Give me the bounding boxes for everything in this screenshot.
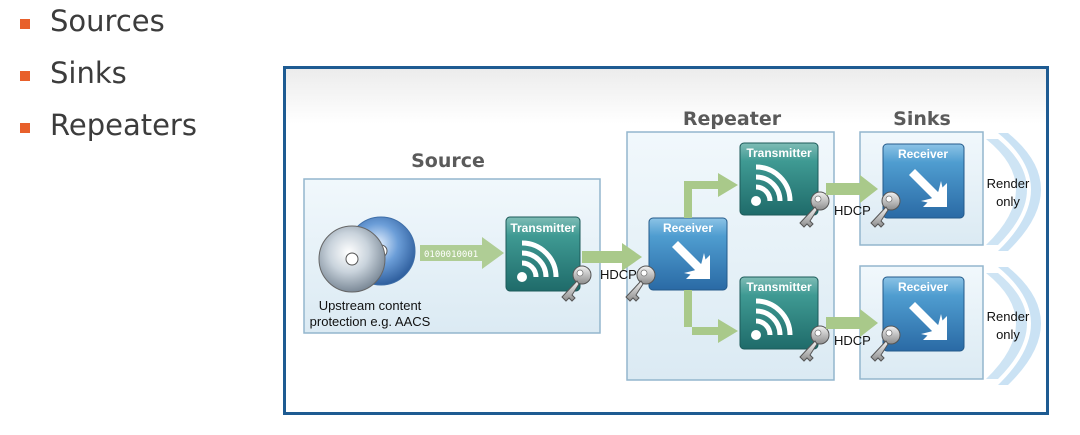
hdcp-arrow-source bbox=[582, 243, 642, 271]
disc-icon bbox=[318, 216, 416, 293]
hdcp-label-sink-top: HDCP bbox=[834, 203, 871, 218]
source-title: Source bbox=[411, 150, 485, 172]
sink-receiver-top-label: Receiver bbox=[898, 147, 948, 161]
disc-caption-line2: protection e.g. AACS bbox=[310, 314, 431, 329]
repeater-receiver-label: Receiver bbox=[663, 221, 713, 235]
bullet-square-icon bbox=[20, 19, 30, 29]
repeater-transmitter-top-label: Transmitter bbox=[746, 146, 812, 160]
disc-caption-line1: Upstream content bbox=[319, 298, 422, 313]
bullet-square-icon bbox=[20, 123, 30, 133]
render-label-top-line1: Render bbox=[987, 176, 1030, 191]
render-wave-bottom bbox=[986, 267, 1041, 385]
repeater-transmitter-bottom bbox=[739, 276, 819, 350]
source-transmitter-label: Transmitter bbox=[510, 221, 576, 235]
repeater-transmitter-top bbox=[739, 142, 819, 216]
hdcp-diagram-frame: Source Repeater Sinks Upstream content p… bbox=[283, 66, 1049, 415]
bullet-text: Sources bbox=[50, 4, 165, 38]
bullet-square-icon bbox=[20, 71, 30, 81]
repeater-branch-arrow-bottom bbox=[684, 290, 738, 343]
bullet-text: Sinks bbox=[50, 56, 127, 90]
hdcp-label-sink-bottom: HDCP bbox=[834, 333, 871, 348]
render-wave-top bbox=[986, 133, 1041, 251]
hdcp-arrow-sink-top bbox=[826, 175, 878, 203]
render-label-top-line2: only bbox=[996, 194, 1020, 209]
bullet-text: Repeaters bbox=[50, 108, 197, 142]
render-label-bottom-line1: Render bbox=[987, 309, 1030, 324]
hdcp-label-source: HDCP bbox=[600, 267, 637, 282]
render-label-bottom-line2: only bbox=[996, 327, 1020, 342]
hdcp-diagram: Source Repeater Sinks Upstream content p… bbox=[303, 108, 1041, 385]
sink-receiver-top bbox=[882, 143, 965, 219]
sink-receiver-bottom-label: Receiver bbox=[898, 280, 948, 294]
source-transmitter bbox=[505, 216, 581, 292]
bitstream-arrow bbox=[420, 237, 504, 269]
repeater-transmitter-bottom-label: Transmitter bbox=[746, 280, 812, 294]
sinks-title: Sinks bbox=[893, 108, 951, 130]
sink-receiver-bottom bbox=[882, 276, 965, 352]
repeater-title: Repeater bbox=[683, 108, 782, 130]
bitstream-text: 0100010001 bbox=[424, 250, 478, 260]
hdcp-arrow-sink-bottom bbox=[826, 309, 878, 337]
repeater-branch-arrow-top bbox=[684, 173, 738, 218]
